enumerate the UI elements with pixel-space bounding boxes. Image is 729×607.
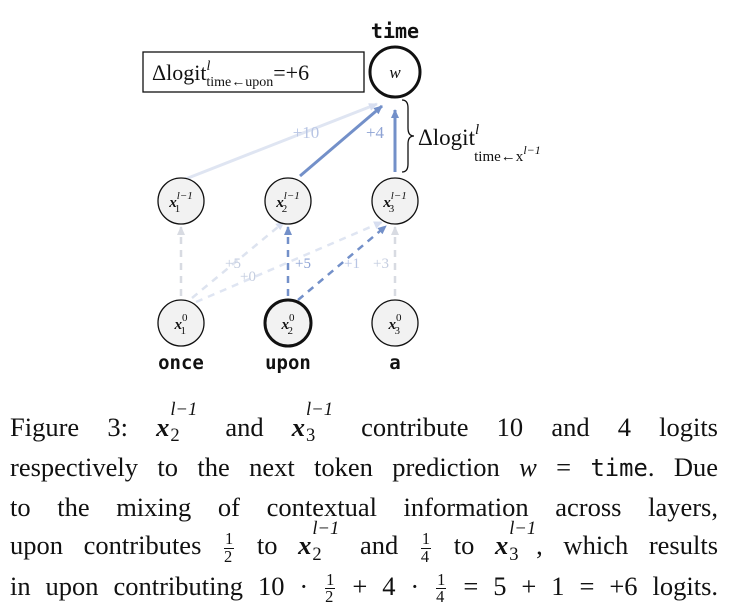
edge-label-plus0: +0 bbox=[240, 269, 256, 285]
svg-text:xl−11: xl−11 bbox=[168, 190, 192, 215]
brace bbox=[401, 99, 415, 173]
edge-x1-to-w bbox=[182, 102, 378, 182]
edge-x01-to-x2 bbox=[191, 221, 285, 299]
svg-text:x01: x01 bbox=[174, 312, 189, 337]
delta-logit-box bbox=[142, 51, 365, 93]
output-node-label: w bbox=[389, 63, 401, 82]
edge-label-plus10: +10 bbox=[293, 123, 320, 142]
svg-text:x03: x03 bbox=[388, 312, 403, 337]
edge-x2-to-w bbox=[299, 104, 383, 178]
output-token-label: time bbox=[371, 19, 419, 43]
edge-label-plus5-b: +5 bbox=[295, 256, 311, 272]
edge-label-plus1: +1 bbox=[344, 256, 360, 272]
edge-label-plus3: +3 bbox=[373, 256, 389, 272]
edge-label-plus4: +4 bbox=[366, 123, 385, 142]
edge-label-plus5-a: +5 bbox=[225, 256, 241, 272]
svg-text:xl−13: xl−13 bbox=[382, 190, 406, 215]
svg-text:xl−12: xl−12 bbox=[275, 190, 299, 215]
input-token-once: once bbox=[158, 352, 204, 374]
svg-text:x02: x02 bbox=[281, 312, 296, 337]
edge-x02-to-x3 bbox=[297, 225, 387, 301]
caption-line-3: to the mixing of contextual information … bbox=[10, 491, 718, 522]
input-token-a: a bbox=[389, 352, 400, 374]
input-token-upon: upon bbox=[265, 352, 311, 374]
caption-line-2: respectively to the next token predictio… bbox=[10, 452, 719, 483]
output-node bbox=[368, 45, 422, 99]
